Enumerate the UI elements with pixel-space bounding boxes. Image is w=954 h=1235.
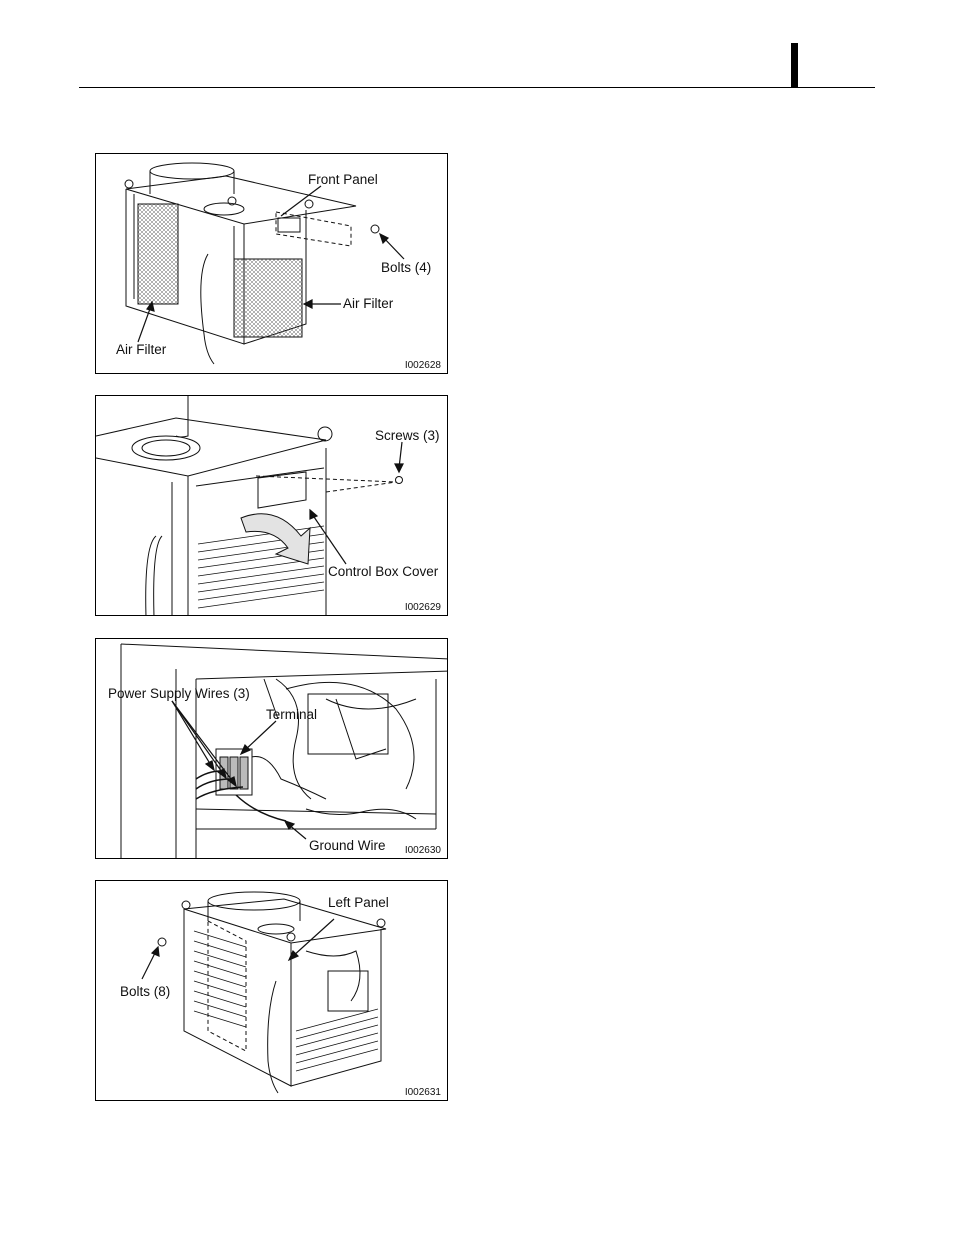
callout-bolts: Bolts (4) — [381, 260, 432, 275]
figure-id: I002631 — [404, 1087, 441, 1098]
figure-power-wire-disconnect: Power Supply Wires (3) Terminal Ground W… — [95, 638, 448, 859]
callout-front-panel: Front Panel — [308, 172, 378, 187]
callout-left-panel: Left Panel — [328, 895, 389, 910]
callout-control-box-cover: Control Box Cover — [328, 564, 439, 579]
figure-id: I002629 — [404, 602, 441, 613]
callout-ground-wire: Ground Wire — [309, 838, 386, 853]
callout-bolts: Bolts (8) — [120, 984, 171, 999]
unit-illustration — [124, 162, 405, 365]
callout-air-filter-right: Air Filter — [343, 296, 394, 311]
figure-front-panel-removal: Front Panel Bolts (4) Air Filter Air Fil… — [95, 153, 448, 374]
header-rule — [79, 87, 875, 88]
callout-power-supply-wires: Power Supply Wires (3) — [108, 686, 250, 701]
unit-illustration — [96, 396, 404, 615]
unit-illustration — [141, 891, 387, 1094]
figure-control-box-cover-removal: Screws (3) Control Box Cover I002629 — [95, 395, 448, 616]
callout-terminal: Terminal — [266, 707, 318, 722]
chapter-tab-marker — [791, 43, 798, 88]
unit-illustration — [120, 643, 447, 858]
figure-left-panel-removal: Left Panel Bolts (8) I002631 — [95, 880, 448, 1101]
callout-screws: Screws (3) — [375, 428, 440, 443]
figure-id: I002630 — [404, 845, 441, 856]
figure-id: I002628 — [404, 360, 441, 371]
callout-air-filter-left: Air Filter — [116, 342, 167, 357]
